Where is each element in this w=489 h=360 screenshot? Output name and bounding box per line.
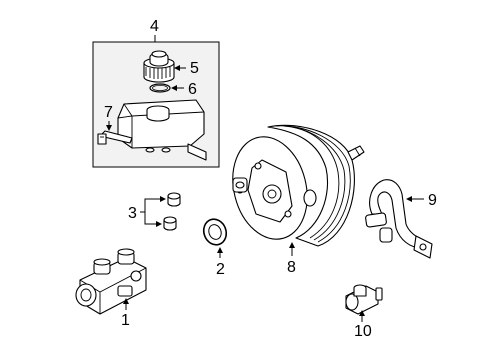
- check-valve: [345, 284, 383, 315]
- callout-6: 6: [188, 81, 197, 98]
- reservoir-cap: [143, 50, 175, 83]
- callout-9: 9: [428, 192, 437, 209]
- seal-ring: [149, 83, 171, 93]
- booster-seal: [202, 218, 228, 246]
- callout-2: 2: [216, 261, 225, 278]
- brake-fluid-reservoir: [117, 99, 207, 161]
- brake-booster: [232, 124, 365, 247]
- callout-7: 7: [104, 104, 113, 121]
- callout-5: 5: [190, 60, 199, 77]
- master-cylinder: [75, 248, 147, 315]
- callout-3: 3: [128, 205, 137, 222]
- callout-4: 4: [150, 18, 159, 35]
- callout-1: 1: [121, 312, 130, 329]
- callout-8: 8: [287, 259, 296, 276]
- callout-10: 10: [354, 323, 372, 340]
- reservoir-grommets: [163, 192, 181, 231]
- vacuum-hose: [365, 179, 433, 259]
- fluid-level-sensor: [97, 130, 133, 145]
